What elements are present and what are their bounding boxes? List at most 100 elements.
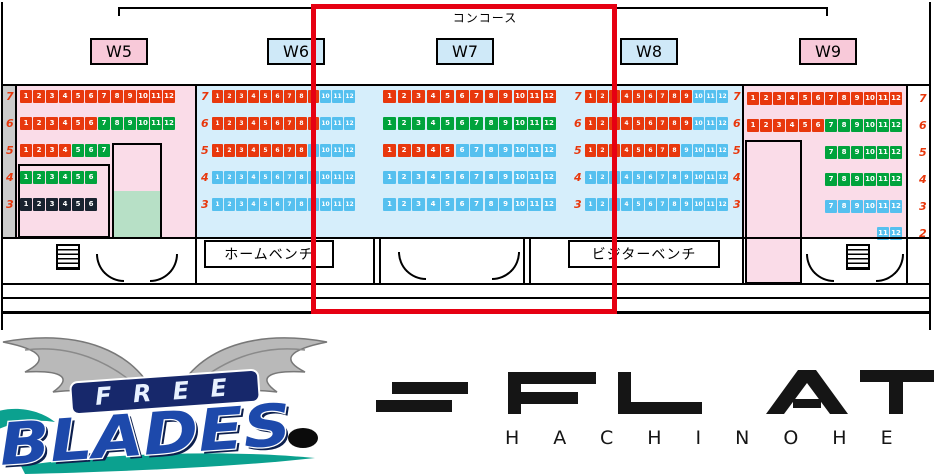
seat-W9-3-11[interactable]: 11 — [877, 200, 889, 213]
seat-W8-7-8[interactable]: 8 — [669, 90, 680, 103]
seat-W5-7-7[interactable]: 7 — [98, 90, 110, 103]
seat-W7-6-8[interactable]: 8 — [484, 117, 498, 130]
seat-W9-3-12[interactable]: 12 — [890, 200, 902, 213]
seat-W9-3-9[interactable]: 9 — [851, 200, 863, 213]
seat-W5-4-6[interactable]: 6 — [85, 171, 97, 184]
seat-W6-3-12[interactable]: 12 — [344, 198, 355, 211]
seat-W6-6-3[interactable]: 3 — [236, 117, 247, 130]
seat-W5-7-4[interactable]: 4 — [59, 90, 71, 103]
seat-W5-6-12[interactable]: 12 — [163, 117, 175, 130]
seat-W6-4-10[interactable]: 10 — [320, 171, 331, 184]
seat-W7-7-7[interactable]: 7 — [470, 90, 483, 103]
seat-W7-5-7[interactable]: 7 — [470, 144, 483, 157]
seat-W9-6-9[interactable]: 9 — [851, 119, 863, 132]
seat-W6-6-12[interactable]: 12 — [344, 117, 355, 130]
seat-W7-4-5[interactable]: 5 — [441, 171, 454, 184]
seat-W5-3-2[interactable]: 2 — [33, 198, 45, 211]
seat-W8-6-9[interactable]: 9 — [681, 117, 692, 130]
seat-W8-4-7[interactable]: 7 — [657, 171, 668, 184]
seat-W8-4-8[interactable]: 8 — [669, 171, 680, 184]
seat-W6-5-3[interactable]: 3 — [236, 144, 247, 157]
seat-W7-7-9[interactable]: 9 — [499, 90, 512, 103]
seat-W5-4-2[interactable]: 2 — [33, 171, 45, 184]
seat-W6-4-7[interactable]: 7 — [284, 171, 295, 184]
seat-W6-5-5[interactable]: 5 — [260, 144, 271, 157]
seat-W8-5-2[interactable]: 2 — [597, 144, 608, 157]
seat-W5-6-5[interactable]: 5 — [72, 117, 84, 130]
seat-W8-6-12[interactable]: 12 — [717, 117, 728, 130]
seat-W9-6-4[interactable]: 4 — [786, 119, 798, 132]
seat-W8-5-7[interactable]: 7 — [657, 144, 668, 157]
seat-W8-5-9[interactable]: 9 — [681, 144, 692, 157]
seat-W7-5-1[interactable]: 1 — [383, 144, 396, 157]
seat-W8-7-10[interactable]: 10 — [693, 90, 704, 103]
seat-W8-3-9[interactable]: 9 — [681, 198, 692, 211]
seat-W6-3-7[interactable]: 7 — [284, 198, 295, 211]
seat-W5-7-12[interactable]: 12 — [163, 90, 175, 103]
seat-W7-5-5[interactable]: 5 — [441, 144, 454, 157]
seat-W5-7-5[interactable]: 5 — [72, 90, 84, 103]
seat-W8-3-12[interactable]: 12 — [717, 198, 728, 211]
seat-W5-6-10[interactable]: 10 — [137, 117, 149, 130]
seat-W5-6-7[interactable]: 7 — [98, 117, 110, 130]
seat-W6-6-10[interactable]: 10 — [320, 117, 331, 130]
seat-W9-5-9[interactable]: 9 — [851, 146, 863, 159]
seat-W6-5-4[interactable]: 4 — [248, 144, 259, 157]
seat-W8-7-11[interactable]: 11 — [705, 90, 716, 103]
seat-W6-3-3[interactable]: 3 — [236, 198, 247, 211]
seat-W6-3-11[interactable]: 11 — [332, 198, 343, 211]
seat-W7-6-10[interactable]: 10 — [513, 117, 527, 130]
seat-W6-3-8[interactable]: 8 — [296, 198, 307, 211]
seat-W8-7-6[interactable]: 6 — [645, 90, 656, 103]
seat-W5-3-5[interactable]: 5 — [72, 198, 84, 211]
seat-W6-7-7[interactable]: 7 — [284, 90, 295, 103]
seat-W7-5-10[interactable]: 10 — [513, 144, 527, 157]
seat-W8-6-10[interactable]: 10 — [693, 117, 704, 130]
seat-W9-6-5[interactable]: 5 — [799, 119, 811, 132]
seat-W6-6-1[interactable]: 1 — [212, 117, 223, 130]
seat-W7-3-1[interactable]: 1 — [383, 198, 396, 211]
seat-W6-5-6[interactable]: 6 — [272, 144, 283, 157]
seat-W9-4-11[interactable]: 11 — [877, 173, 889, 186]
seat-W8-3-1[interactable]: 1 — [585, 198, 596, 211]
seat-W7-7-5[interactable]: 5 — [441, 90, 454, 103]
seat-W5-7-6[interactable]: 6 — [85, 90, 97, 103]
seat-W7-3-7[interactable]: 7 — [470, 198, 483, 211]
seat-W5-5-3[interactable]: 3 — [46, 144, 58, 157]
seat-W9-5-12[interactable]: 12 — [890, 146, 902, 159]
seat-W8-4-6[interactable]: 6 — [645, 171, 656, 184]
seat-W9-5-7[interactable]: 7 — [825, 146, 837, 159]
seat-W5-3-6[interactable]: 6 — [85, 198, 97, 211]
seat-W8-3-10[interactable]: 10 — [693, 198, 704, 211]
seat-W9-6-7[interactable]: 7 — [825, 119, 837, 132]
seat-W7-3-5[interactable]: 5 — [441, 198, 454, 211]
seat-W7-5-2[interactable]: 2 — [397, 144, 411, 157]
seat-W8-5-5[interactable]: 5 — [633, 144, 644, 157]
seat-W7-4-9[interactable]: 9 — [499, 171, 512, 184]
seat-W6-7-3[interactable]: 3 — [236, 90, 247, 103]
seat-W7-6-6[interactable]: 6 — [455, 117, 469, 130]
seat-W8-4-12[interactable]: 12 — [717, 171, 728, 184]
seat-W8-4-10[interactable]: 10 — [693, 171, 704, 184]
seat-W6-6-7[interactable]: 7 — [284, 117, 295, 130]
seat-W7-4-12[interactable]: 12 — [542, 171, 556, 184]
seat-W9-3-8[interactable]: 8 — [838, 200, 850, 213]
seat-W5-5-7[interactable]: 7 — [98, 144, 110, 157]
seat-W8-5-11[interactable]: 11 — [705, 144, 716, 157]
seat-W8-3-8[interactable]: 8 — [669, 198, 680, 211]
seat-W5-3-1[interactable]: 1 — [20, 198, 32, 211]
seat-W6-7-10[interactable]: 10 — [320, 90, 331, 103]
seat-W7-7-10[interactable]: 10 — [513, 90, 527, 103]
seat-W6-6-2[interactable]: 2 — [224, 117, 235, 130]
seat-W7-5-3[interactable]: 3 — [412, 144, 425, 157]
seat-W6-4-12[interactable]: 12 — [344, 171, 355, 184]
seat-W7-3-2[interactable]: 2 — [397, 198, 411, 211]
seat-W5-3-3[interactable]: 3 — [46, 198, 58, 211]
seat-W5-6-11[interactable]: 11 — [150, 117, 162, 130]
seat-W6-5-10[interactable]: 10 — [320, 144, 331, 157]
seat-W6-6-4[interactable]: 4 — [248, 117, 259, 130]
seat-W6-7-4[interactable]: 4 — [248, 90, 259, 103]
seat-W6-7-5[interactable]: 5 — [260, 90, 271, 103]
seat-W6-5-7[interactable]: 7 — [284, 144, 295, 157]
seat-W7-4-8[interactable]: 8 — [484, 171, 498, 184]
